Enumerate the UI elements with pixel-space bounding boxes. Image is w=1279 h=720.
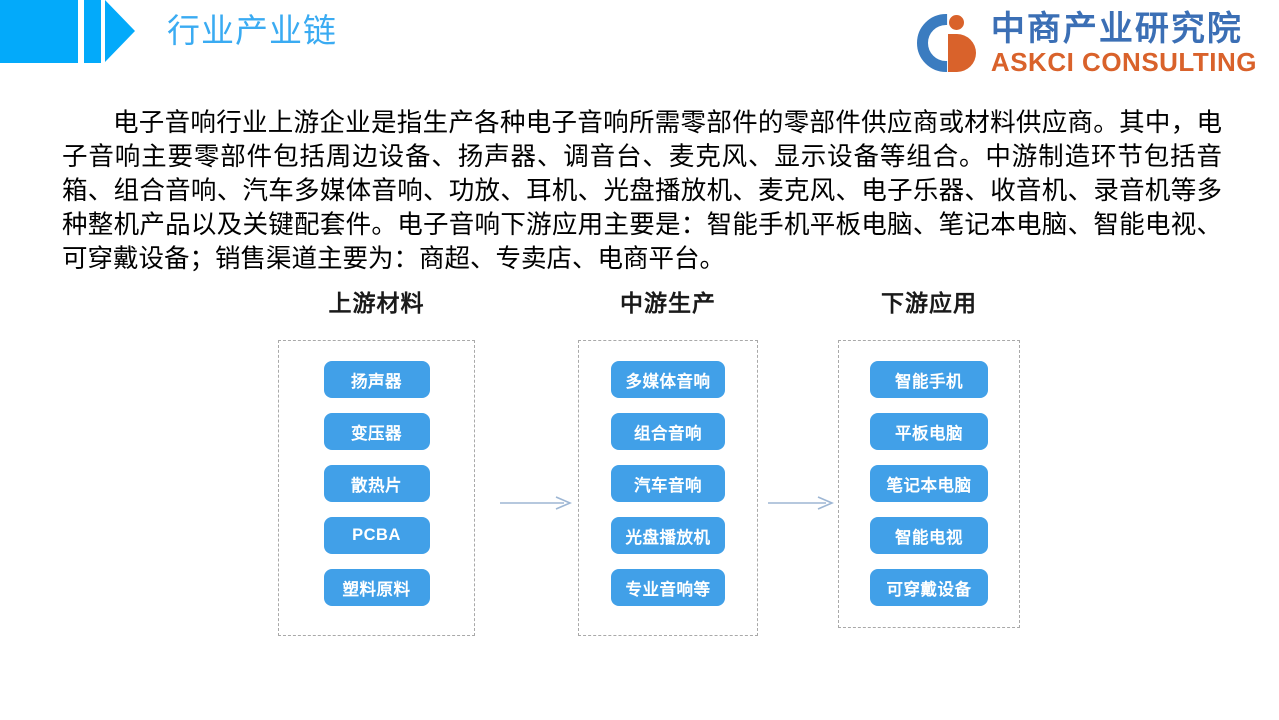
logo-dot-icon — [948, 15, 964, 30]
header-accent-bar — [84, 0, 101, 63]
column-container-downstream: 智能手机 平板电脑 笔记本电脑 智能电视 可穿戴设备 — [838, 340, 1020, 628]
node-downstream-5[interactable]: 可穿戴设备 — [870, 569, 988, 606]
node-downstream-1[interactable]: 智能手机 — [870, 361, 988, 398]
node-midstream-2[interactable]: 组合音响 — [611, 413, 725, 450]
askci-logo-mark-icon — [915, 10, 981, 76]
logo-text: 中商产业研究院 ASKCI CONSULTING — [991, 12, 1257, 75]
column-title-downstream: 下游应用 — [881, 290, 977, 316]
node-upstream-2[interactable]: 变压器 — [323, 413, 430, 450]
node-downstream-2[interactable]: 平板电脑 — [870, 413, 988, 450]
diagram-column-upstream: 上游材料 扬声器 变压器 散热片 PCBA 塑料原料 — [278, 288, 475, 636]
column-container-midstream: 多媒体音响 组合音响 汽车音响 光盘播放机 专业音响等 — [578, 340, 758, 636]
node-downstream-3[interactable]: 笔记本电脑 — [870, 465, 988, 502]
node-midstream-5[interactable]: 专业音响等 — [611, 569, 725, 606]
column-title-midstream: 中游生产 — [620, 290, 716, 316]
column-container-upstream: 扬声器 变压器 散热片 PCBA 塑料原料 — [278, 340, 475, 636]
node-midstream-3[interactable]: 汽车音响 — [611, 465, 725, 502]
node-midstream-1[interactable]: 多媒体音响 — [611, 361, 725, 398]
column-title-upstream: 上游材料 — [328, 290, 425, 316]
page-title: 行业产业链 — [167, 14, 337, 50]
node-upstream-4[interactable]: PCBA — [323, 517, 430, 554]
body-paragraph: 电子音响行业上游企业是指生产各种电子音响所需零部件的零部件供应商或材料供应商。其… — [62, 108, 1222, 273]
node-upstream-5[interactable]: 塑料原料 — [323, 569, 430, 606]
node-midstream-4[interactable]: 光盘播放机 — [611, 517, 725, 554]
diagram-column-midstream: 中游生产 多媒体音响 组合音响 汽车音响 光盘播放机 专业音响等 — [578, 288, 758, 636]
header-accent-block — [0, 0, 78, 63]
node-upstream-3[interactable]: 散热片 — [323, 465, 430, 502]
header-accent-triangle-icon — [105, 0, 135, 62]
industry-chain-diagram: 上游材料 扬声器 变压器 散热片 PCBA 塑料原料 中游生产 多媒体音响 组合… — [0, 288, 1279, 658]
company-logo: 中商产业研究院 ASKCI CONSULTING — [915, 7, 1257, 79]
diagram-column-downstream: 下游应用 智能手机 平板电脑 笔记本电脑 智能电视 可穿戴设备 — [838, 288, 1020, 628]
node-downstream-4[interactable]: 智能电视 — [870, 517, 988, 554]
arrow-midstream-to-downstream-icon — [768, 493, 834, 513]
logo-c-ring-icon — [916, 14, 948, 72]
logo-chinese-name: 中商产业研究院 — [990, 9, 1243, 48]
logo-half-circle-icon — [947, 34, 976, 72]
arrow-upstream-to-midstream-icon — [500, 493, 572, 513]
node-upstream-1[interactable]: 扬声器 — [323, 361, 430, 398]
logo-english-name: ASKCI CONSULTING — [990, 46, 1257, 77]
page-header: 行业产业链 中商产业研究院 ASKCI CONSULTING — [0, 0, 1279, 92]
